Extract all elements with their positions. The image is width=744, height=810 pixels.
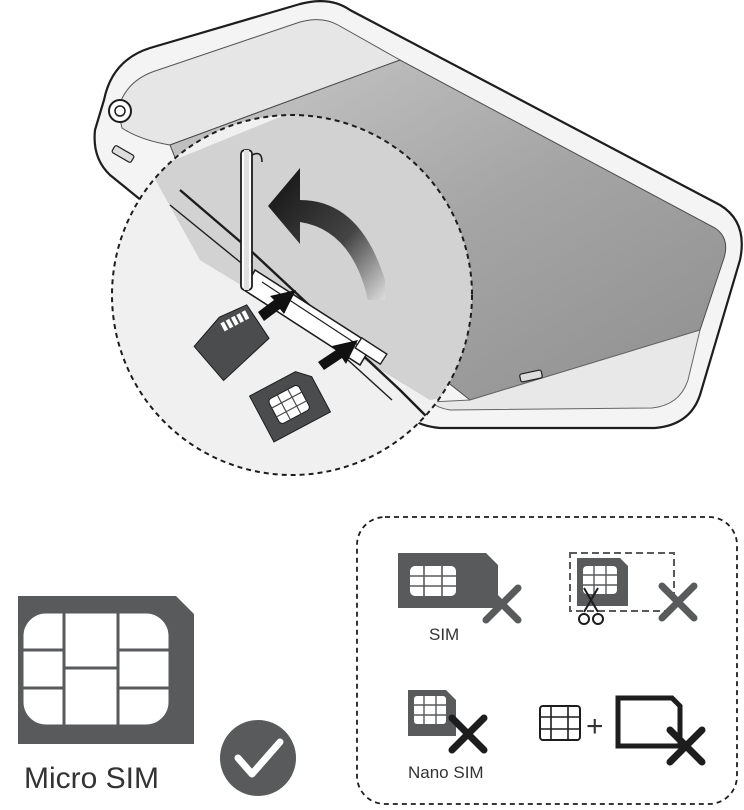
nano-sim-label: Nano SIM — [408, 763, 484, 782]
micro-sim-large-icon — [18, 596, 194, 744]
nano-sim-small-icon — [540, 706, 580, 740]
check-circle-icon — [220, 720, 296, 796]
nano-sim-icon — [408, 690, 456, 736]
sim-adapter-icon — [618, 698, 680, 746]
cross-icon — [452, 718, 484, 750]
cross-icon — [662, 586, 694, 618]
cut-sim-icon — [570, 553, 674, 611]
sim-label: SIM — [429, 625, 459, 644]
standard-sim-icon — [398, 553, 498, 608]
micro-sim-label: Micro SIM — [24, 762, 159, 795]
plus-sign: + — [586, 710, 604, 743]
